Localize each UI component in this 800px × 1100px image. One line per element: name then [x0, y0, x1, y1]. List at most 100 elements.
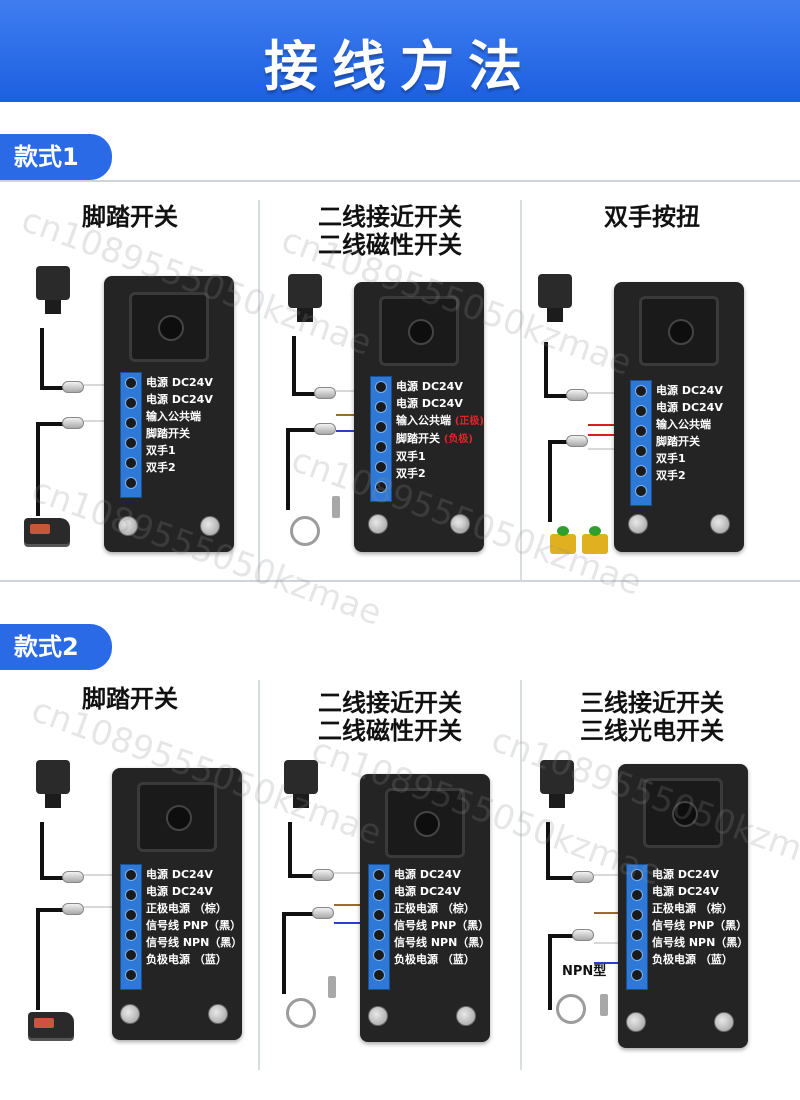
controller-box: 电源 DC24V 电源 DC24V 正极电源 （棕） 信号线 PNP（黑） 信号… [112, 768, 242, 1040]
wire [548, 442, 552, 522]
wire-blue [334, 922, 368, 924]
wire [286, 428, 316, 432]
terminal-label: 输入公共端 [396, 414, 451, 427]
terminal-label: 信号线 NPN（黑） [652, 936, 749, 949]
wire-red [588, 424, 628, 426]
wire-connector [312, 869, 334, 881]
panel-title: 二线接近开关 [318, 689, 462, 717]
socket [379, 296, 459, 366]
screw [450, 514, 470, 534]
wire-connector [62, 871, 84, 883]
socket [643, 778, 723, 848]
wire-brown [334, 904, 368, 906]
wire-connector [572, 929, 594, 941]
header-banner: 接线方法 [0, 0, 800, 102]
wire [36, 910, 40, 1010]
proximity-sensor-image [332, 496, 340, 518]
power-adapter [284, 760, 318, 808]
panel-title: 脚踏开关 [82, 685, 178, 713]
terminal-label: 双手1 [396, 450, 426, 463]
terminal-label: 电源 DC24V [146, 376, 213, 389]
screw [368, 514, 388, 534]
terminal-block [368, 864, 390, 990]
wire [588, 392, 628, 394]
foot-pedal-image [24, 518, 70, 544]
terminal-label: 双手1 [656, 452, 686, 465]
panel-title: 二线磁性开关 [318, 717, 462, 745]
wire [548, 936, 552, 1010]
terminal-label: 输入公共端 [146, 410, 201, 423]
wire [588, 448, 628, 450]
screw [208, 1004, 228, 1024]
wire-connector [62, 381, 84, 393]
wire-connector [572, 871, 594, 883]
wire-connector [62, 417, 84, 429]
wire [546, 876, 574, 880]
power-adapter [540, 760, 574, 808]
terminal-labels: 电源 DC24V 电源 DC24V 正极电源 （棕） 信号线 PNP（黑） 信号… [652, 866, 748, 968]
terminal-block [626, 864, 648, 990]
terminal-labels: 电源 DC24V 电源 DC24V 输入公共端 脚踏开关 双手1 双手2 [656, 382, 723, 484]
screw [368, 1006, 388, 1026]
wire [594, 874, 626, 876]
terminal-label: 电源 DC24V [394, 868, 461, 881]
terminal-label: 电源 DC24V [652, 868, 719, 881]
wire [36, 422, 64, 426]
screw [626, 1012, 646, 1032]
terminal-block [370, 376, 392, 502]
wire [286, 430, 290, 510]
wire-brown [594, 912, 626, 914]
divider [520, 200, 522, 580]
controller-box: 电源 DC24V 电源 DC24V 正极电源 （棕） 信号线 PNP（黑） 信号… [618, 764, 748, 1048]
terminal-label: 电源 DC24V [652, 885, 719, 898]
controller-box: 电源 DC24V 电源 DC24V 输入公共端 脚踏开关 双手1 双手2 [104, 276, 234, 552]
controller-box: 电源 DC24V 电源 DC24V 输入公共端 (正极) 脚踏开关 (负极) 双… [354, 282, 484, 552]
terminal-block [120, 372, 142, 498]
socket [385, 788, 465, 858]
wiring-panel: 二线接近开关 二线磁性开关 电源 DC24V 电源 DC24V 正极电源 （棕）… [260, 676, 520, 1076]
terminal-label: 双手2 [146, 461, 176, 474]
terminal-label: 电源 DC24V [396, 380, 463, 393]
power-adapter [36, 760, 70, 808]
terminal-label: 电源 DC24V [394, 885, 461, 898]
proximity-sensor-image [600, 994, 608, 1016]
terminal-label: 正极电源 （棕） [394, 902, 475, 915]
wire [548, 440, 568, 444]
proximity-sensor-image [286, 998, 316, 1028]
wire [292, 336, 296, 396]
wire-connector [566, 435, 588, 447]
terminal-label: 双手2 [656, 469, 686, 482]
power-adapter [288, 274, 322, 322]
divider [258, 200, 260, 580]
foot-pedal-image [28, 1012, 74, 1038]
screw [120, 1004, 140, 1024]
npn-type-label: NPN型 [562, 964, 607, 979]
wiring-panel: 脚踏开关 电源 DC24V 电源 DC24V 正极电源 （棕） 信号线 PNP（… [0, 676, 260, 1076]
panel-title: 脚踏开关 [82, 203, 178, 231]
wire [36, 424, 40, 516]
terminal-labels: 电源 DC24V 电源 DC24V 正极电源 （棕） 信号线 PNP（黑） 信号… [146, 866, 242, 968]
proximity-sensor-image [328, 976, 336, 998]
wire [282, 912, 314, 916]
page-title: 接线方法 [264, 35, 536, 98]
terminal-labels: 电源 DC24V 电源 DC24V 输入公共端 脚踏开关 双手1 双手2 [146, 374, 213, 476]
divider [258, 680, 260, 1070]
wire-connector [566, 389, 588, 401]
wire [544, 342, 548, 398]
socket [129, 292, 209, 362]
wiring-panel: 三线接近开关 三线光电开关 NPN型 电源 DC24V 电源 DC24V 正极电… [522, 676, 782, 1076]
screw [628, 514, 648, 534]
panel-title: 二线磁性开关 [318, 231, 462, 259]
screw [118, 516, 138, 536]
socket [639, 296, 719, 366]
wire [84, 906, 124, 908]
power-adapter [538, 274, 572, 322]
power-adapter [36, 266, 70, 314]
terminal-labels: 电源 DC24V 电源 DC24V 输入公共端 (正极) 脚踏开关 (负极) 双… [396, 378, 484, 482]
button-box-image [550, 526, 576, 554]
wiring-panel: 双手按扭 电源 DC24V 电源 DC24V 输入公共端 脚踏开关 双手1 双手… [522, 196, 782, 580]
terminal-label: 负极电源 （蓝） [652, 953, 733, 966]
screw [456, 1006, 476, 1026]
screw [200, 516, 220, 536]
wire [40, 822, 44, 880]
